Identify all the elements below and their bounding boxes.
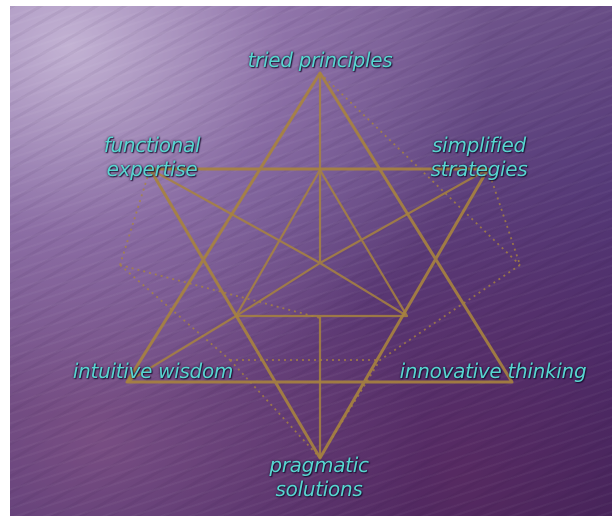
dotted-edge-5 bbox=[120, 169, 150, 265]
inner-edge-center-right bbox=[320, 263, 407, 316]
label-bottom-line-2: solutions bbox=[254, 477, 384, 501]
inner-triangle bbox=[236, 170, 407, 316]
label-upper-right-line-2: strategies bbox=[414, 157, 544, 181]
dotted-edge-2 bbox=[488, 169, 520, 265]
label-upper-right-line-1: simplified bbox=[414, 133, 544, 157]
label-lower-right: innovative thinking bbox=[388, 359, 598, 383]
inner-edge-center-right-far bbox=[320, 169, 488, 263]
dotted-edge-9 bbox=[120, 265, 320, 318]
label-lower-right-line-1: innovative thinking bbox=[388, 359, 598, 383]
inner-edge-center-left bbox=[236, 263, 320, 316]
label-lower-left: intuitive wisdom bbox=[60, 359, 246, 383]
label-top-line-1: tried principles bbox=[226, 48, 414, 72]
label-upper-left-line-2: expertise bbox=[88, 157, 216, 181]
label-upper-right: simplified strategies bbox=[414, 133, 544, 181]
label-upper-left-line-1: functional bbox=[88, 133, 216, 157]
label-bottom: pragmatic solutions bbox=[254, 453, 384, 501]
label-upper-left: functional expertise bbox=[88, 133, 216, 181]
label-lower-left-line-1: intuitive wisdom bbox=[60, 359, 246, 383]
label-top: tried principles bbox=[226, 48, 414, 72]
label-bottom-line-1: pragmatic bbox=[254, 453, 384, 477]
